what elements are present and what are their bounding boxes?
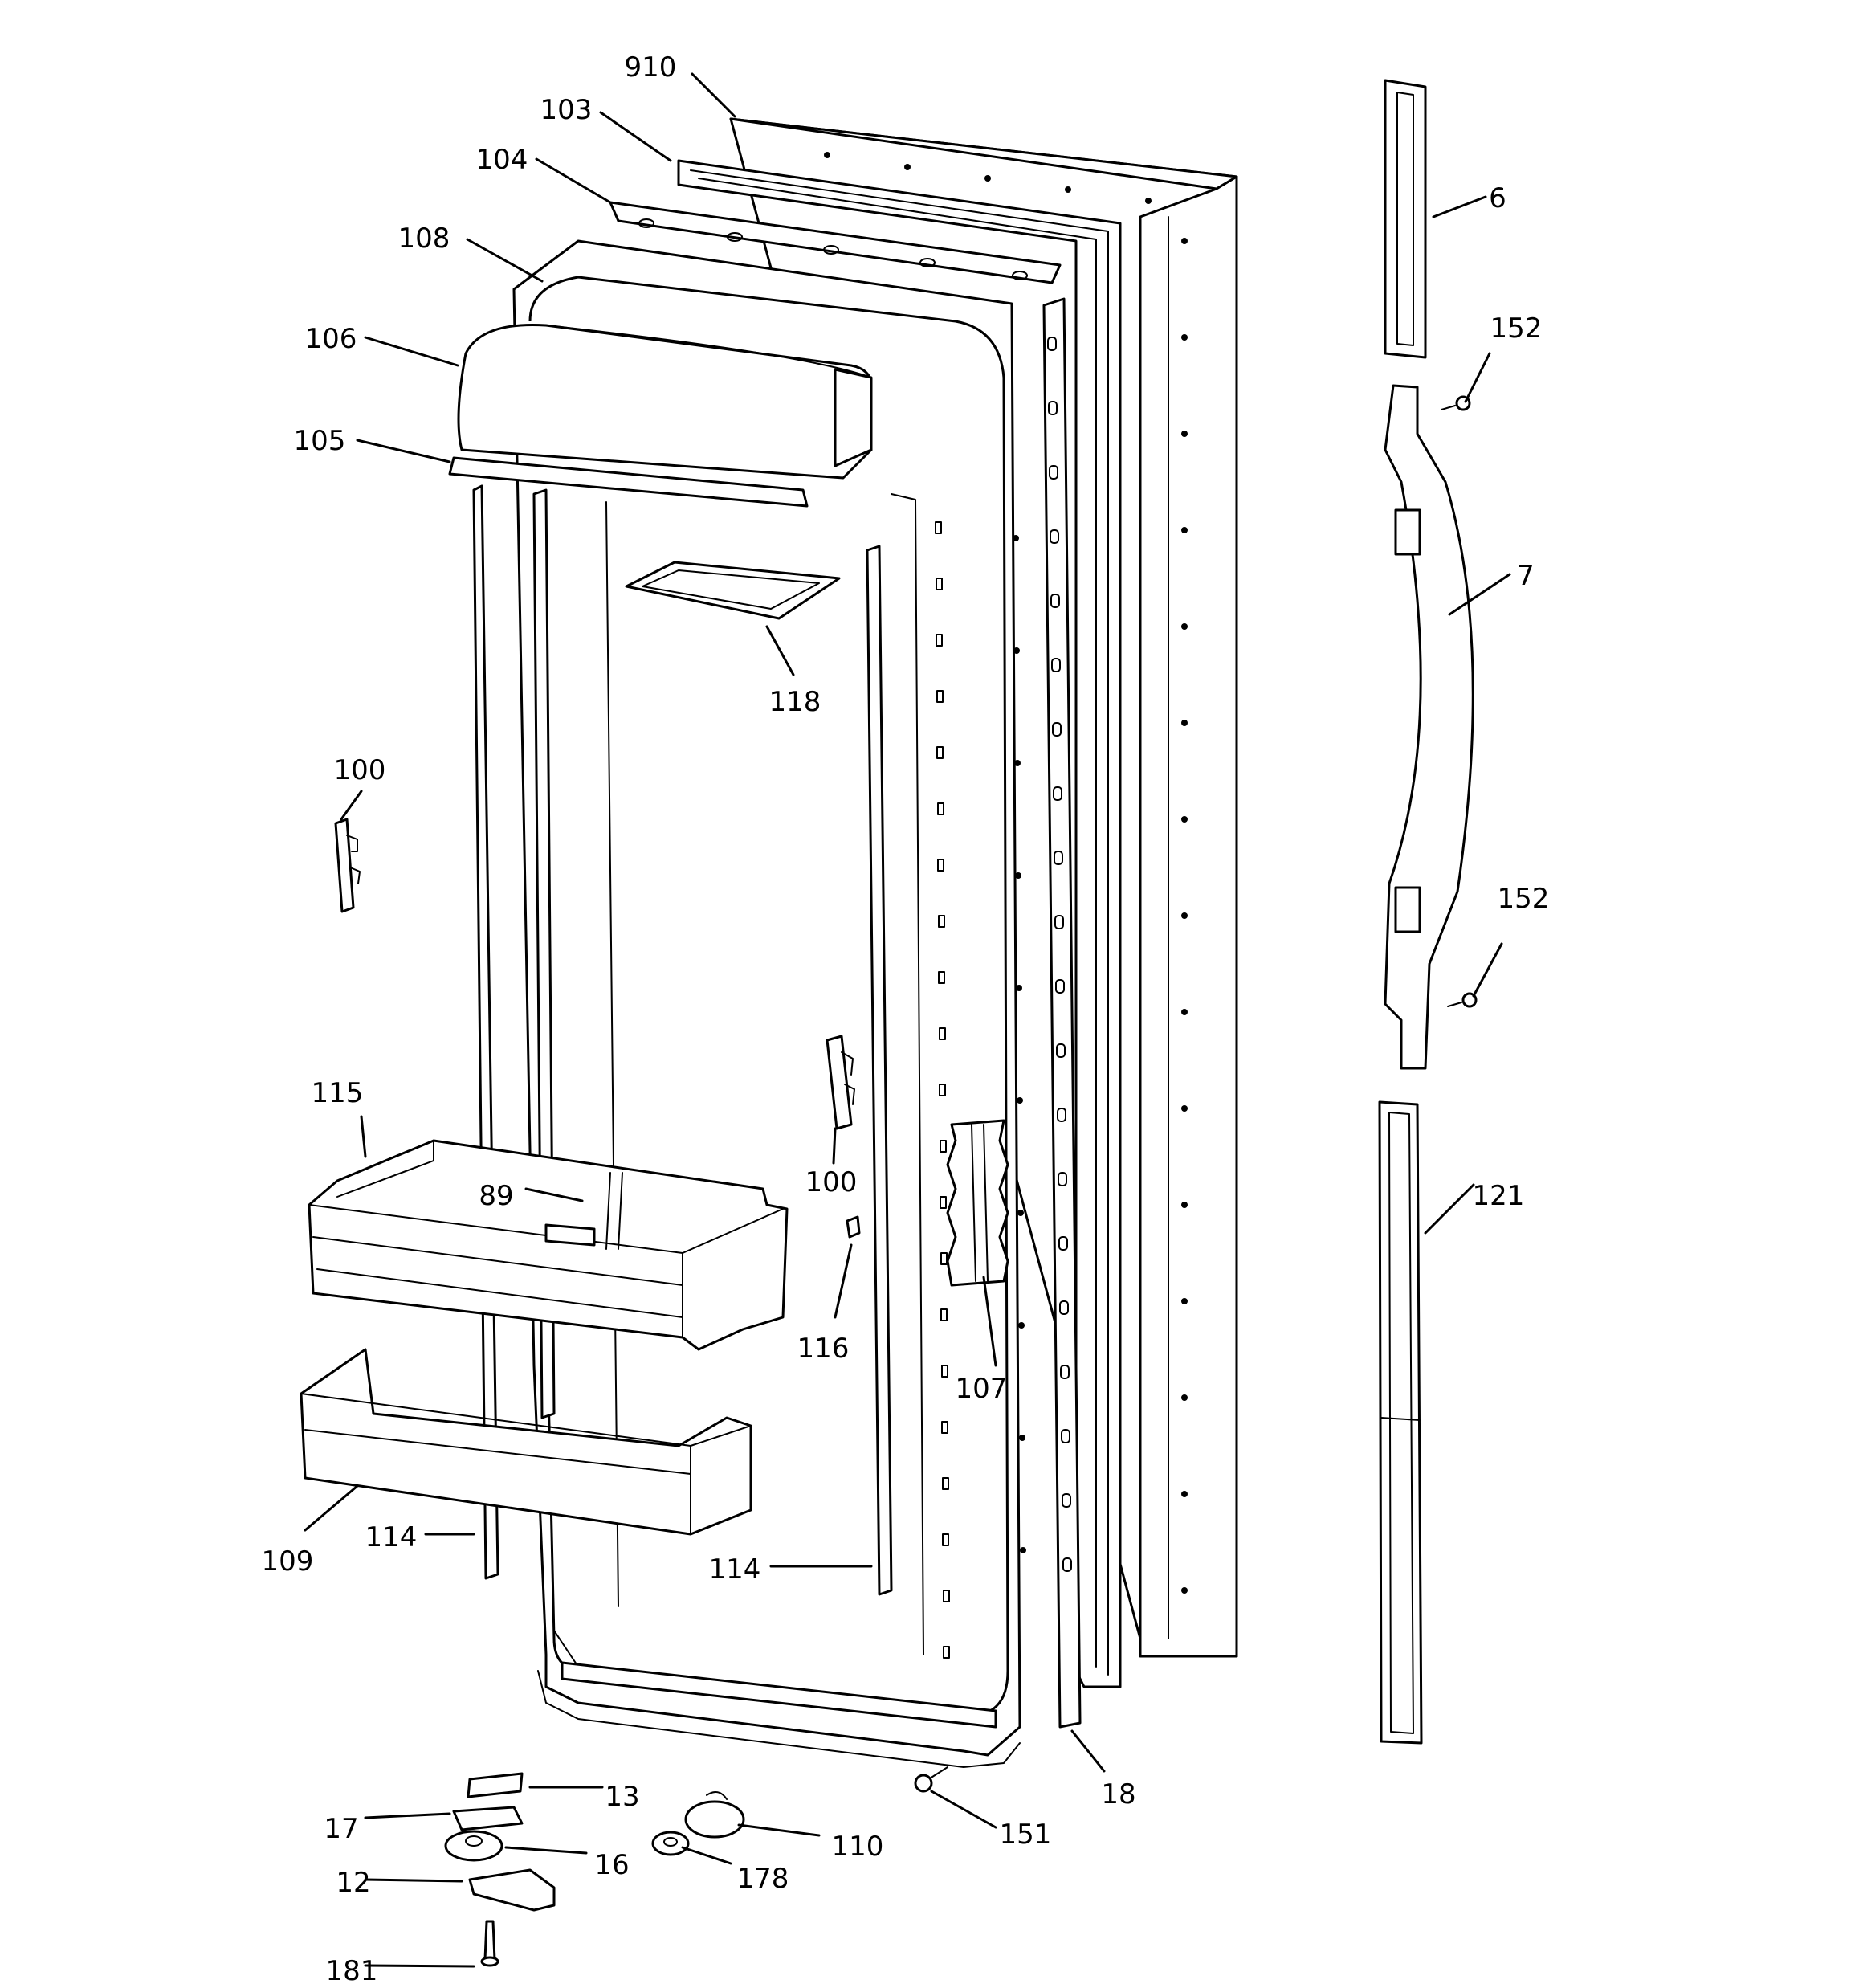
callout-109: 109 (262, 1545, 314, 1578)
callout-116: 116 (797, 1333, 850, 1365)
small-clip (846, 1215, 861, 1239)
callout-121: 121 (1473, 1180, 1525, 1212)
callout-labels: 910 103 104 108 106 105 118 100 100 115 … (262, 51, 1550, 1987)
handle-screw-upper (1441, 395, 1471, 411)
callout-151: 151 (1000, 1819, 1052, 1851)
callout-152-upper: 152 (1490, 312, 1543, 345)
callout-114-right: 114 (709, 1553, 761, 1586)
callout-105: 105 (294, 425, 346, 457)
egg-tray (625, 561, 841, 620)
handle-trim-strip (1378, 1100, 1423, 1745)
door-stop-cap (684, 1791, 745, 1839)
shelf-clip-center (826, 1035, 855, 1130)
hinge-screw (480, 1920, 499, 1967)
callout-110: 110 (832, 1831, 884, 1863)
callout-17: 17 (324, 1813, 358, 1845)
top-trim-strip (609, 201, 1062, 284)
hinge-washer (651, 1831, 690, 1856)
callout-178: 178 (737, 1863, 789, 1895)
callout-910: 910 (625, 51, 677, 84)
dairy-compartment-door (457, 323, 873, 480)
callout-7: 7 (1517, 560, 1535, 592)
callout-152-lower: 152 (1498, 883, 1550, 915)
shelf-rail-left (472, 484, 499, 1580)
callout-107: 107 (956, 1373, 1008, 1405)
leader-lines (304, 72, 1511, 1968)
callout-118: 118 (769, 686, 821, 718)
callout-100-center: 100 (805, 1166, 858, 1198)
callout-103: 103 (540, 94, 593, 126)
handle-screw-lower (1447, 992, 1478, 1008)
shelf-clip-left (334, 818, 361, 913)
dairy-hinge-bar (448, 456, 809, 508)
hinge-plate (467, 1772, 524, 1798)
door-screw (914, 1766, 948, 1793)
door-handle (1384, 384, 1474, 1070)
shelf-rail-right (866, 545, 893, 1596)
callout-108: 108 (398, 222, 450, 255)
lower-door-shelf (300, 1348, 752, 1536)
callout-13: 13 (605, 1781, 639, 1813)
callout-6: 6 (1489, 182, 1506, 214)
side-seal-strip (1042, 297, 1082, 1729)
callout-181: 181 (326, 1955, 378, 1987)
callout-18: 18 (1101, 1778, 1135, 1810)
callout-106: 106 (305, 323, 357, 355)
hinge-bracket (468, 1868, 556, 1912)
hinge-shim (452, 1806, 524, 1831)
callout-100-left: 100 (334, 754, 386, 786)
door-bin (308, 1139, 789, 1351)
callout-114-left: 114 (365, 1521, 418, 1553)
insulation-cutaway (946, 1119, 1009, 1287)
callout-89: 89 (479, 1180, 513, 1212)
callout-12: 12 (336, 1867, 370, 1899)
handle-top-cap (1384, 79, 1427, 359)
hinge-bushing (444, 1830, 503, 1862)
callout-16: 16 (594, 1849, 629, 1881)
callout-104: 104 (476, 144, 528, 176)
callout-115: 115 (312, 1077, 364, 1109)
